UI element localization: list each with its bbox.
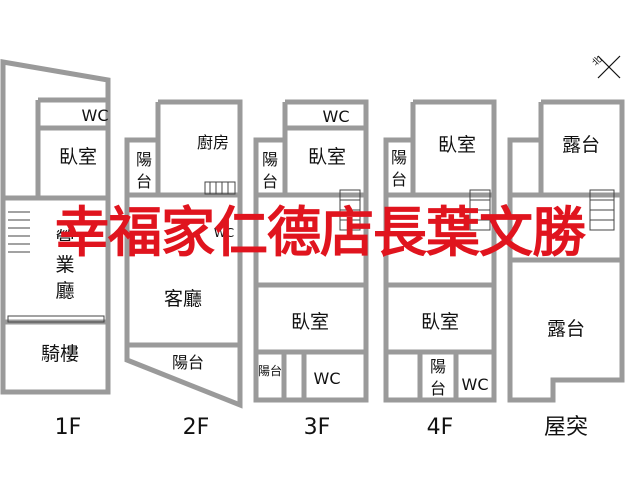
room-label: WC [314, 369, 341, 388]
room-label: 臥室 [421, 311, 459, 333]
floor-label: 4F [427, 415, 454, 440]
room-label: 露台 [562, 134, 600, 156]
room-label: WC [214, 226, 234, 240]
stairs-roof [589, 189, 615, 231]
floor-2f [124, 99, 243, 409]
room-label: 廚房 [197, 133, 229, 152]
room-label: 廳 [55, 280, 74, 302]
stairs-1f [7, 211, 105, 323]
room-label: 陽 [430, 357, 446, 376]
stairs-2f [204, 181, 236, 195]
room-label: 台 [262, 172, 278, 191]
room-label: 臥室 [291, 311, 329, 333]
floor-4f [383, 99, 497, 403]
stairs-3f [339, 189, 361, 231]
room-label: WC [82, 106, 109, 125]
room-label: 臥室 [59, 146, 97, 168]
room-label: 客廳 [164, 288, 202, 310]
floor-roof [507, 99, 625, 403]
room-label: 陽 [262, 150, 278, 169]
room-label: 營 [55, 228, 74, 250]
agent-watermark-text: 幸福家仁德店長葉文勝 [55, 201, 586, 264]
stairs-4f [469, 189, 491, 231]
floor-label: 3F [304, 415, 331, 440]
room-label: 台 [136, 172, 152, 191]
floor-label: 屋突 [544, 415, 588, 440]
room-label: 陽 [391, 148, 407, 167]
room-label: 露台 [547, 318, 585, 340]
room-label: 臥室 [438, 134, 476, 156]
room-label: 陽台 [172, 353, 204, 372]
room-label: 台 [391, 170, 407, 189]
room-label: 臥室 [308, 146, 346, 168]
room-label: 騎樓 [41, 343, 79, 365]
room-label: WC [323, 107, 350, 126]
room-label: WC [462, 375, 489, 394]
room-label: 台 [430, 379, 446, 398]
north-arrow-icon: 北 [591, 52, 624, 82]
room-label: 陽台 [258, 363, 282, 378]
floor-label: 1F [55, 415, 82, 440]
room-label: 陽 [136, 150, 152, 169]
room-label: 業 [55, 254, 74, 276]
floor-label: 2F [183, 415, 210, 440]
floor-3f [253, 99, 369, 403]
